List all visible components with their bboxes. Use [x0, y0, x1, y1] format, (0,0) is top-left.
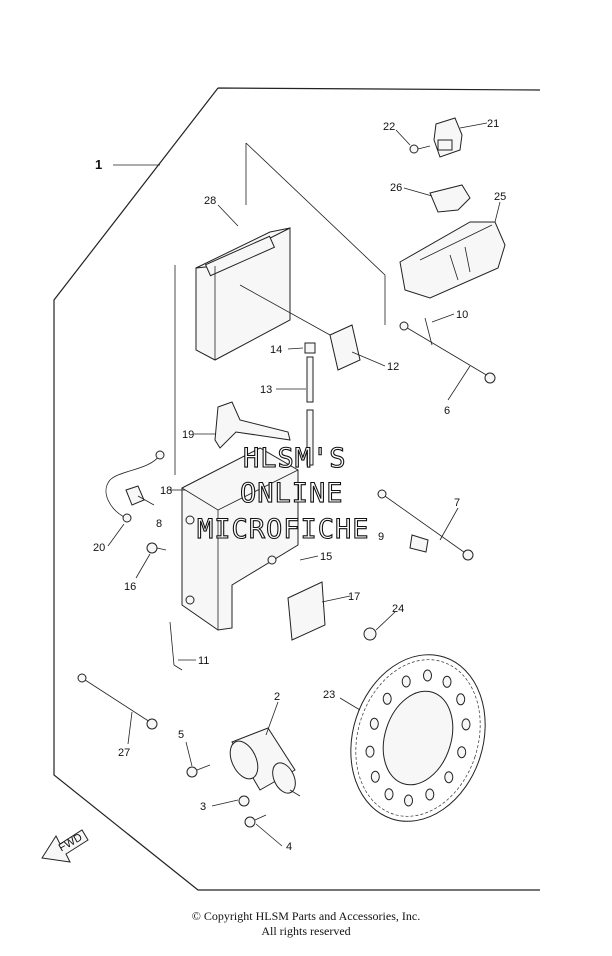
disc-hole — [456, 693, 466, 706]
callout-8: 8 — [156, 518, 162, 530]
starter-cable — [77, 673, 158, 730]
leader-lines — [107, 122, 501, 847]
callout-7: 7 — [454, 497, 460, 509]
battery-pad — [329, 324, 361, 371]
callout-4: 4 — [286, 841, 292, 853]
watermark-line-1: HLSM'S — [243, 443, 347, 474]
callout-9: 9 — [378, 531, 384, 543]
sensor-disc — [350, 654, 486, 822]
side-cover — [287, 581, 326, 641]
callout-1: 1 — [95, 157, 102, 172]
disc-holes — [365, 669, 471, 807]
disc-hole — [444, 771, 454, 784]
disc-bolt — [363, 627, 377, 641]
battery-rod — [306, 356, 314, 466]
disc-hole — [382, 692, 392, 705]
callout-15: 15 — [320, 551, 332, 563]
callout-14: 14 — [270, 344, 282, 356]
battery-band — [214, 401, 291, 449]
starter-motor — [229, 727, 301, 797]
relay-bracket — [429, 184, 471, 213]
disc-hole — [401, 675, 411, 688]
callout-3: 3 — [200, 801, 206, 813]
callout-16: 16 — [124, 581, 136, 593]
copyright-text: © Copyright HLSM Parts and Accessories, … — [191, 909, 421, 923]
guide-box — [174, 142, 386, 475]
callout-13: 13 — [260, 384, 272, 396]
callout-20: 20 — [93, 542, 105, 554]
damper-nut — [304, 342, 316, 354]
assembly-frame — [53, 87, 541, 891]
battery-box-screw — [146, 542, 167, 554]
starter-relay — [433, 117, 463, 158]
callout-17: 17 — [348, 591, 360, 603]
disc-hole — [384, 788, 394, 801]
callout-11: 11 — [198, 655, 209, 667]
rights-text: All rights reserved — [261, 924, 351, 938]
callout-27: 27 — [118, 747, 130, 759]
callout-24: 24 — [392, 603, 404, 615]
callouts: 1 2 3 4 5 6 7 8 9 10 11 12 13 14 15 16 1… — [93, 118, 506, 853]
disc-hole — [461, 718, 471, 731]
callout-6: 6 — [444, 405, 450, 417]
disc-hole — [423, 669, 432, 682]
starter-nut — [238, 795, 250, 807]
callout-5: 5 — [178, 729, 184, 741]
relay-bolt — [409, 144, 431, 154]
starter-bolt-lower — [244, 814, 267, 828]
battery-cable-positive — [377, 489, 474, 561]
wire-harness — [105, 450, 165, 523]
battery — [195, 227, 331, 361]
callout-21: 21 — [487, 118, 499, 130]
disc-hole — [442, 675, 452, 688]
watermark-line-3: MICROFICHE — [197, 514, 370, 545]
battery-box — [181, 447, 299, 631]
callout-22: 22 — [383, 121, 395, 133]
callout-26: 26 — [390, 182, 402, 194]
starter-bolt-upper — [186, 764, 211, 778]
fwd-arrow-icon: FWD — [41, 829, 89, 863]
battery-cover — [399, 221, 506, 299]
footer: © Copyright HLSM Parts and Accessories, … — [0, 909, 612, 939]
watermark: HLSM'S ONLINE MICROFICHE — [196, 442, 370, 545]
disc-hole — [369, 717, 379, 730]
callout-2: 2 — [274, 691, 280, 703]
disc-hole — [365, 745, 375, 758]
disc-hole — [425, 788, 435, 801]
callout-18: 18 — [160, 485, 172, 497]
watermark-line-2: ONLINE — [240, 478, 344, 509]
callout-28: 28 — [204, 195, 216, 207]
disc-hole — [457, 746, 467, 759]
disc-hole — [404, 794, 413, 807]
callout-23: 23 — [323, 689, 335, 701]
callout-12: 12 — [387, 361, 399, 373]
battery-cable-negative — [399, 317, 496, 384]
callout-19: 19 — [182, 429, 194, 441]
callout-10: 10 — [456, 309, 468, 321]
callout-25: 25 — [494, 191, 506, 203]
disc-hole — [370, 770, 380, 783]
ground-lead — [169, 621, 183, 671]
wire-clamp — [125, 485, 145, 506]
